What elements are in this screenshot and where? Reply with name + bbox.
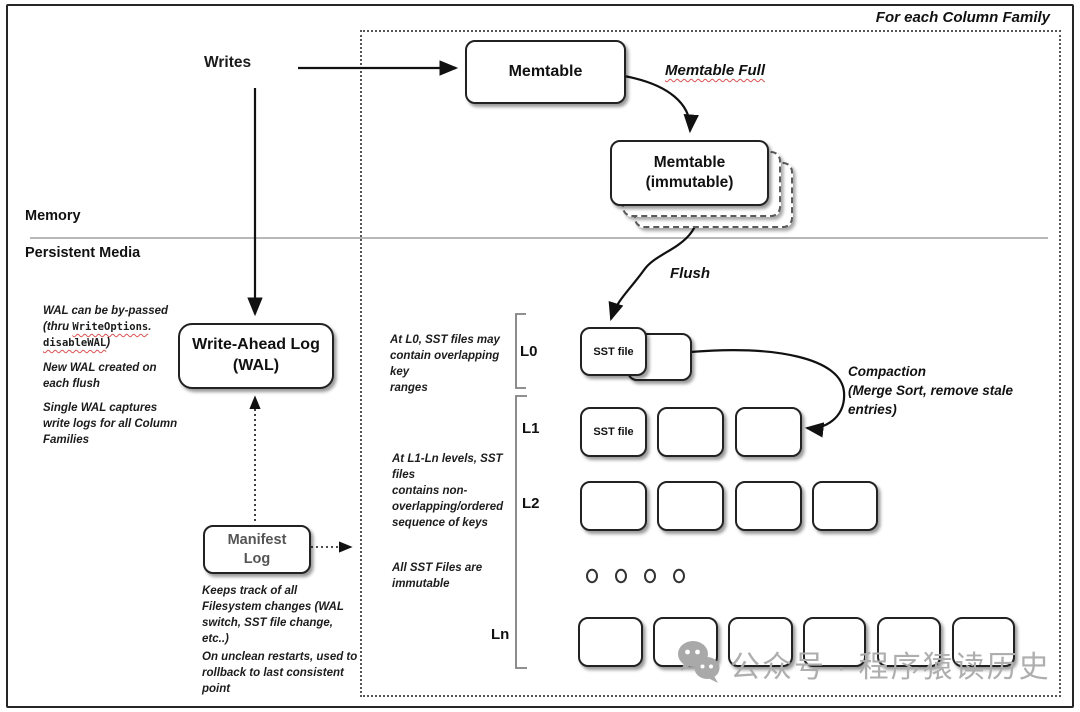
manifest-tracks-note: Keeps track of all Filesystem changes (W…: [202, 585, 344, 646]
write-options-code: WriteOptions: [72, 321, 149, 334]
sst-file-box: [952, 617, 1015, 667]
disable-wal-code: disableWAL: [43, 337, 107, 350]
writes-label: Writes: [204, 54, 252, 71]
wal-single-note: Single WAL captures write logs for all C…: [43, 402, 178, 447]
sst-file-box: [657, 481, 724, 531]
persistent-media-zone-label: Persistent Media: [25, 245, 141, 261]
sst-file-box: [578, 617, 643, 667]
sst-file-box: [803, 617, 866, 667]
watermark-text: 公众号 · 程序猿读历史: [730, 651, 1051, 684]
compaction-edge-label: Compaction (Merge Sort, remove stale ent…: [848, 364, 1014, 417]
outer-border: [6, 4, 1074, 708]
level-l2-label: L2: [522, 495, 540, 512]
level-ln-label: Ln: [491, 626, 510, 643]
sst-file-box: [580, 481, 647, 531]
sst-immutable-note: All SST Files are immutable: [392, 562, 483, 591]
level-l0-label: L0: [520, 343, 538, 360]
sst-file-box: [735, 481, 802, 531]
wal-bypass-note: WAL can be by-passed (thru WriteOptions.…: [43, 303, 183, 351]
wal-bypass-note-line3-post: ): [106, 337, 111, 350]
sst-file-box: SST file: [580, 407, 647, 457]
wechat-icon: [678, 641, 720, 683]
memory-zone-label: Memory: [25, 208, 81, 224]
memtable-node: Memtable: [465, 40, 626, 104]
column-family-region: [360, 30, 1061, 697]
flush-edge-label: Flush: [670, 265, 710, 282]
column-family-region-label: For each Column Family: [875, 9, 1050, 26]
sst-file-box: [877, 617, 941, 667]
sst-file-box: SST file: [580, 327, 647, 376]
l1-ln-ordered-note: At L1-Ln levels, SST files contains non-…: [392, 453, 504, 530]
memtable-full-edge-label: Memtable Full: [665, 62, 766, 79]
write-ahead-log-node: Write-Ahead Log (WAL): [178, 323, 334, 389]
manifest-rollback-note: On unclean restarts, used to rollback to…: [202, 651, 358, 696]
watermark: 公众号 · 程序猿读历史: [676, 638, 1066, 690]
sst-file-box: [657, 407, 724, 457]
sst-file-box: [812, 481, 878, 531]
l0-overlap-note: At L0, SST files may contain overlapping…: [390, 334, 500, 395]
immutable-memtable-node: Memtable (immutable): [610, 140, 769, 206]
sst-file-box: [735, 407, 802, 457]
wal-bypass-note-line1: WAL can be by-passed: [43, 305, 169, 317]
wal-bypass-note-line2-post: .: [148, 321, 152, 334]
sst-file-box: [728, 617, 793, 667]
memory-persistent-divider: [30, 237, 1048, 239]
wal-bypass-note-line2-pre: (thru: [43, 321, 73, 334]
level-l1-label: L1: [522, 420, 540, 437]
manifest-log-node: Manifest Log: [203, 525, 311, 574]
wal-new-note: New WAL created on each flush: [43, 362, 157, 391]
